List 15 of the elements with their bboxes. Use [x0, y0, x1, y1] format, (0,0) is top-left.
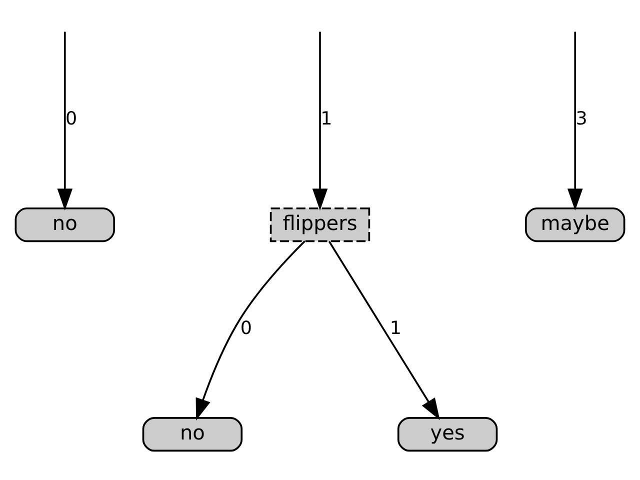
edge-label: 0 — [65, 108, 78, 130]
node-box: yes — [397, 416, 498, 452]
arrow — [328, 240, 440, 420]
arrow — [196, 240, 306, 420]
node-box: flippers — [270, 206, 370, 242]
node-box: no — [14, 206, 115, 242]
arrow — [567, 31, 583, 210]
edge-label: 1 — [390, 318, 402, 339]
edge-label: 0 — [240, 318, 252, 339]
edge-label: 3 — [576, 108, 588, 130]
arrow — [57, 31, 73, 210]
arrow — [312, 31, 328, 210]
edge-label: 1 — [320, 108, 332, 130]
node-box: no — [142, 416, 243, 452]
node-box: maybe — [525, 206, 626, 242]
